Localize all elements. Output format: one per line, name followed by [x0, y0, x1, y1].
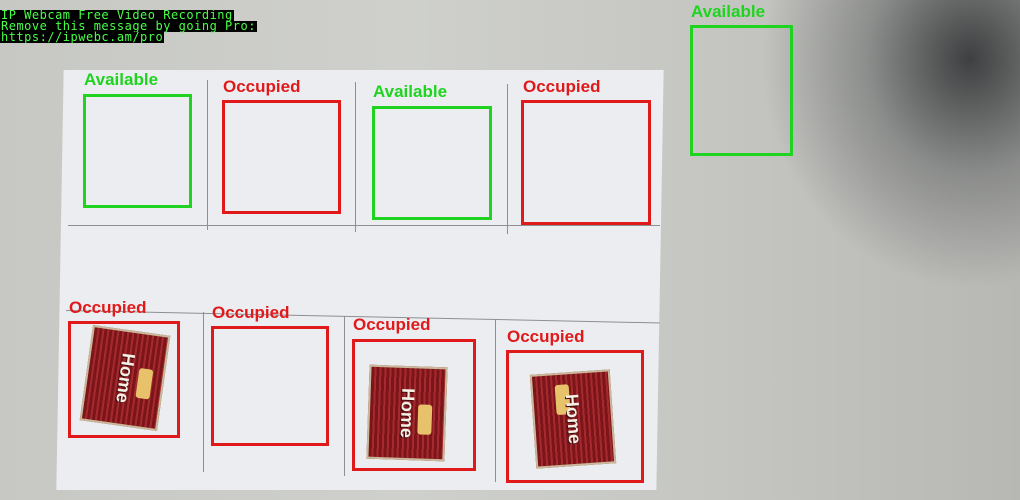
- slot-label: Occupied: [212, 303, 290, 322]
- grid-line: [495, 320, 496, 482]
- slot-box: [211, 326, 329, 446]
- watermark-line: https://ipwebc.am/pro: [0, 30, 165, 44]
- slot-label: Occupied: [69, 298, 147, 317]
- slot-label: Occupied: [507, 327, 585, 346]
- slot-box: [372, 106, 492, 220]
- slot-box: [506, 350, 644, 483]
- watermark: IP Webcam Free Video Recording Remove th…: [0, 8, 257, 44]
- slot-label: Available: [84, 70, 159, 89]
- grid-line: [344, 316, 345, 476]
- slot-box: [68, 321, 180, 438]
- shadow: [760, 0, 1020, 290]
- slot-label: Available: [373, 82, 448, 101]
- grid-line: [507, 84, 508, 234]
- slot-box: [83, 94, 192, 208]
- slot-box: [222, 100, 341, 214]
- slot-box: [690, 25, 793, 156]
- grid-line: [203, 312, 204, 472]
- grid-line: [207, 80, 208, 230]
- slot-label: Occupied: [223, 77, 301, 96]
- grid-line: [355, 82, 356, 232]
- slot-label: Occupied: [353, 315, 431, 334]
- slot-label: Occupied: [523, 77, 601, 96]
- watermark-line: IP Webcam Free Video Recording: [0, 8, 234, 22]
- slot-label: Available: [691, 2, 766, 21]
- watermark-line: Remove this message by going Pro:: [0, 19, 257, 33]
- grid-line: [68, 225, 660, 226]
- slot-box: [521, 100, 651, 225]
- slot-box: [352, 339, 476, 471]
